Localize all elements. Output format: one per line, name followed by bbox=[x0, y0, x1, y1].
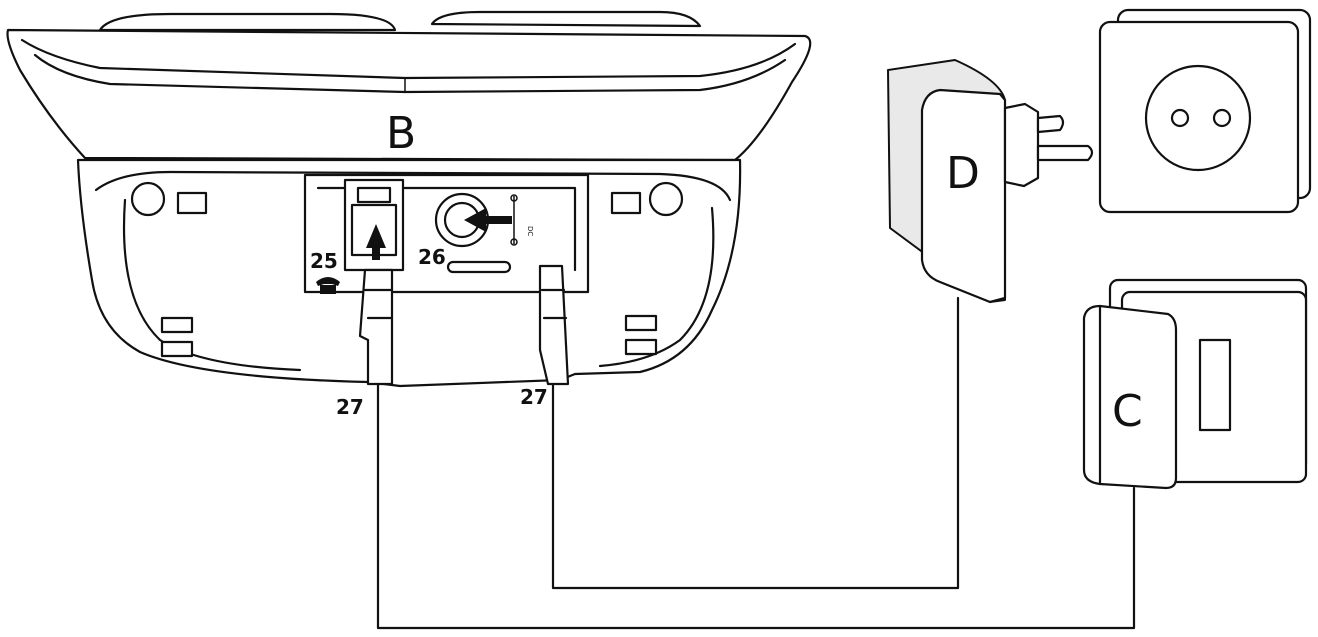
dc-polarity-dot-top bbox=[510, 194, 518, 202]
cable-guide-left-detail bbox=[363, 288, 394, 320]
telephone-icon bbox=[316, 277, 340, 294]
underside-inner-left bbox=[122, 198, 302, 372]
outlet-socket bbox=[1144, 64, 1252, 172]
cradle-bump-left bbox=[98, 12, 397, 32]
dc-polarity-dot-bottom bbox=[510, 238, 518, 246]
socket-slot bbox=[1198, 338, 1232, 432]
base-station: DC B 25 26 27 27 bbox=[6, 10, 812, 419]
outlet-hole-left bbox=[1170, 108, 1190, 128]
outlet-hole-right bbox=[1212, 108, 1232, 128]
label-adapter: D bbox=[946, 148, 980, 199]
underside-inner-right bbox=[598, 206, 715, 368]
underside-inner-rim bbox=[94, 170, 732, 202]
label-dc-jack: 26 bbox=[418, 245, 446, 269]
label-phone-socket: C bbox=[1112, 386, 1143, 437]
dc-jack-arrow-stem bbox=[484, 216, 512, 224]
power-adapter: D bbox=[887, 59, 1094, 304]
shell-edge-line bbox=[20, 38, 797, 80]
vent-right-2 bbox=[624, 338, 658, 356]
vent-left-2 bbox=[160, 340, 194, 358]
cable-guide-right bbox=[538, 264, 570, 386]
power-cable bbox=[551, 296, 960, 590]
vent-left-1 bbox=[160, 316, 194, 334]
dc-marking-label: DC bbox=[526, 226, 534, 236]
label-base: B bbox=[386, 108, 416, 159]
adapter-plug-collar bbox=[1003, 102, 1040, 188]
power-outlet-icon bbox=[1098, 8, 1312, 214]
adapter-prong-bottom bbox=[1036, 144, 1094, 162]
label-phone-jack: 25 bbox=[310, 249, 338, 273]
dc-jack-arrow bbox=[464, 208, 486, 232]
phone-jack-arrow bbox=[366, 224, 386, 248]
vent-right-1 bbox=[624, 314, 658, 332]
cable-guide-left bbox=[358, 268, 394, 386]
phone-jack-latch bbox=[356, 186, 392, 204]
phone-socket: C bbox=[1082, 278, 1308, 490]
dc-slot bbox=[446, 260, 512, 274]
socket-plug bbox=[1082, 304, 1178, 490]
phone-cable bbox=[376, 382, 1136, 630]
adapter-front bbox=[920, 88, 1007, 304]
foot-right bbox=[648, 181, 684, 217]
foot-left bbox=[130, 181, 166, 217]
label-cable-guide-left: 27 bbox=[336, 395, 364, 419]
cradle-bump-right bbox=[430, 10, 702, 28]
phone-jack-arrow-stem bbox=[372, 246, 380, 260]
slot-right bbox=[610, 191, 642, 215]
adapter-prong-top bbox=[1036, 114, 1065, 134]
label-cable-guide-right: 27 bbox=[520, 385, 548, 409]
slot-left bbox=[176, 191, 208, 215]
cable-guide-right-detail bbox=[540, 288, 568, 320]
